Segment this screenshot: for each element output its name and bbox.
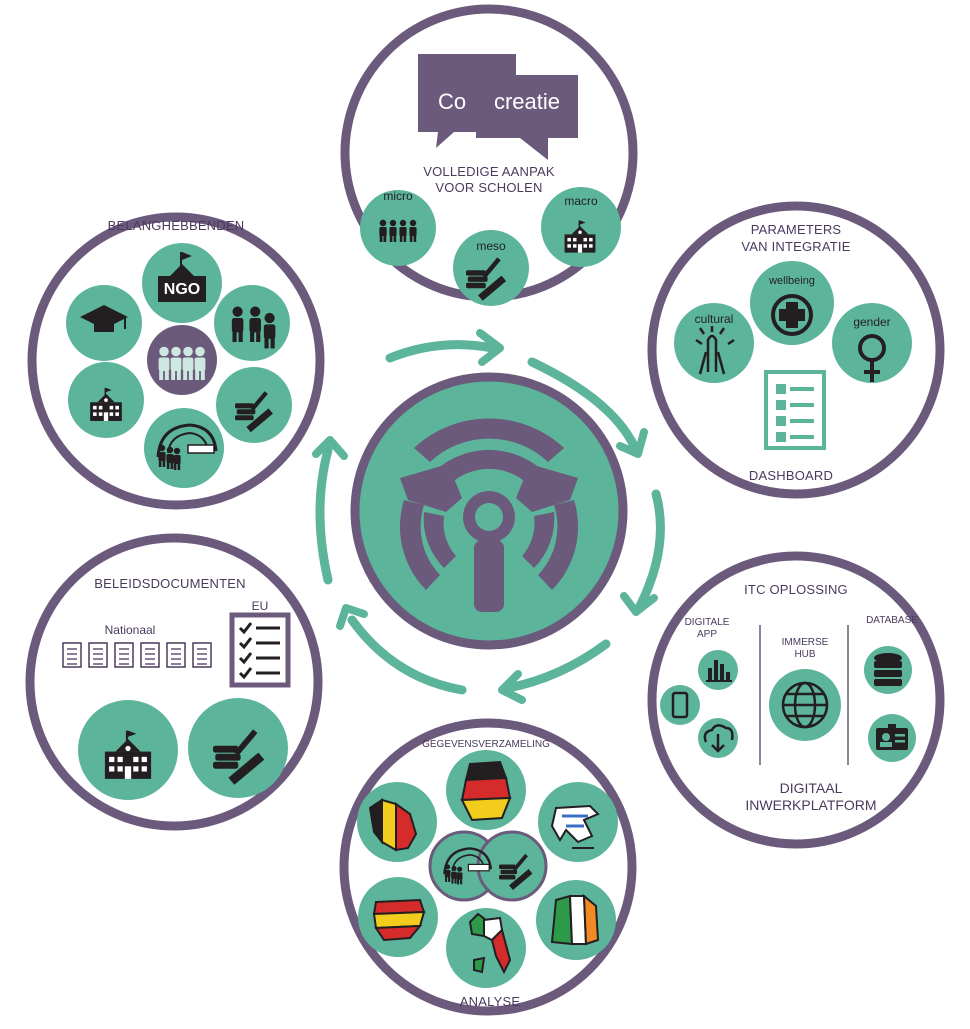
cloud-download-icon [703, 724, 734, 753]
gender-symbol-icon [858, 334, 886, 382]
cultural-label: cultural [694, 312, 734, 326]
immerse-hub-label-line1: IMMERSE [781, 637, 829, 648]
cocreatie-speech-bubbles [418, 54, 578, 160]
graduation-cap-icon [80, 305, 128, 332]
arrowhead-2 [616, 428, 648, 458]
cycle-arrowheads [312, 329, 658, 704]
gender-label: gender [853, 315, 891, 329]
phone-bubble [660, 685, 700, 725]
globe-icon [781, 681, 829, 729]
id-card-icon [876, 724, 908, 750]
gender-bubble [832, 303, 912, 383]
data-collection-title: GEGEVENSVERZAMELING [422, 739, 550, 750]
eu-label: EU [251, 599, 269, 613]
immerse-hub-label-line2: HUB [794, 649, 816, 660]
onboarding-label-line1: DIGITAAL [779, 780, 843, 796]
approach-circle [340, 4, 638, 306]
stakeholders-circle [27, 212, 325, 510]
arrowhead-3 [620, 592, 658, 616]
cycle-arrow-1 [385, 340, 497, 363]
bar-chart-icon [706, 660, 732, 682]
wellbeing-label: wellbeing [769, 275, 815, 287]
micro-bubble [360, 190, 436, 266]
cultural-bubble [674, 303, 754, 383]
ngo-label: NGO [163, 281, 201, 298]
meso-label: meso [476, 239, 506, 253]
database-icon [874, 653, 902, 686]
micro-label: micro [383, 189, 413, 203]
ngo-building-icon [158, 252, 206, 302]
parameters-title-line1: PARAMETERS [750, 222, 842, 237]
nationaal-label: Nationaal [104, 623, 156, 637]
medical-cross-icon [771, 294, 813, 336]
parameters-circle [647, 201, 945, 499]
ireland-map-icon [550, 893, 600, 946]
cocreatie-left-label: Co [437, 89, 467, 114]
policy-circle [25, 533, 323, 831]
greece-map-icon [550, 804, 600, 849]
analysis-label: ANALYSE [459, 994, 521, 1009]
cycle-arrow-3 [635, 489, 665, 611]
cocreatie-right-label: creatie [493, 89, 561, 114]
arrowhead-1 [476, 329, 504, 366]
cycle-arrows [315, 340, 665, 695]
arrowhead-5 [336, 604, 368, 630]
dashboard-checklist-icon [764, 370, 826, 450]
phone-icon [671, 691, 689, 719]
database-label: DATABASE [866, 615, 918, 626]
eu-checklist-icon [229, 612, 291, 688]
cycle-arrow-6 [315, 445, 333, 585]
arrowhead-6 [312, 436, 348, 460]
italy-map-icon [468, 912, 512, 975]
parameters-title-line2: VAN INTEGRATIE [741, 239, 851, 254]
cycle-arrow-2 [527, 357, 639, 451]
dashboard-label: DASHBOARD [748, 468, 834, 483]
approach-title-line2: VOOR SCHOLEN [435, 180, 543, 195]
belgium-map-icon [368, 798, 418, 852]
praying-hands-icon [695, 326, 735, 375]
data-collection-circle [339, 718, 637, 1016]
digital-app-label-line1: DIGITALE [684, 617, 730, 628]
approach-title-line1: VOLLEDIGE AANPAK [423, 164, 555, 179]
students-bubble [147, 325, 217, 395]
cycle-arrow-5 [347, 615, 467, 695]
digital-app-label-line2: APP [696, 629, 717, 640]
macro-label: macro [564, 194, 598, 208]
itc-circle [647, 551, 945, 849]
center-circle [350, 372, 628, 650]
spain-map-icon [372, 898, 426, 942]
germany-map-icon [460, 760, 512, 822]
stakeholders-title: BELANGHEBBENDEN [107, 218, 245, 233]
cycle-arrow-4 [503, 639, 611, 693]
onboarding-label-line2: INWERKPLATFORM [745, 797, 877, 813]
arrowhead-4 [498, 670, 526, 704]
itc-title: ITC OPLOSSING [744, 582, 848, 597]
policy-title: BELEIDSDOCUMENTEN [94, 576, 246, 591]
